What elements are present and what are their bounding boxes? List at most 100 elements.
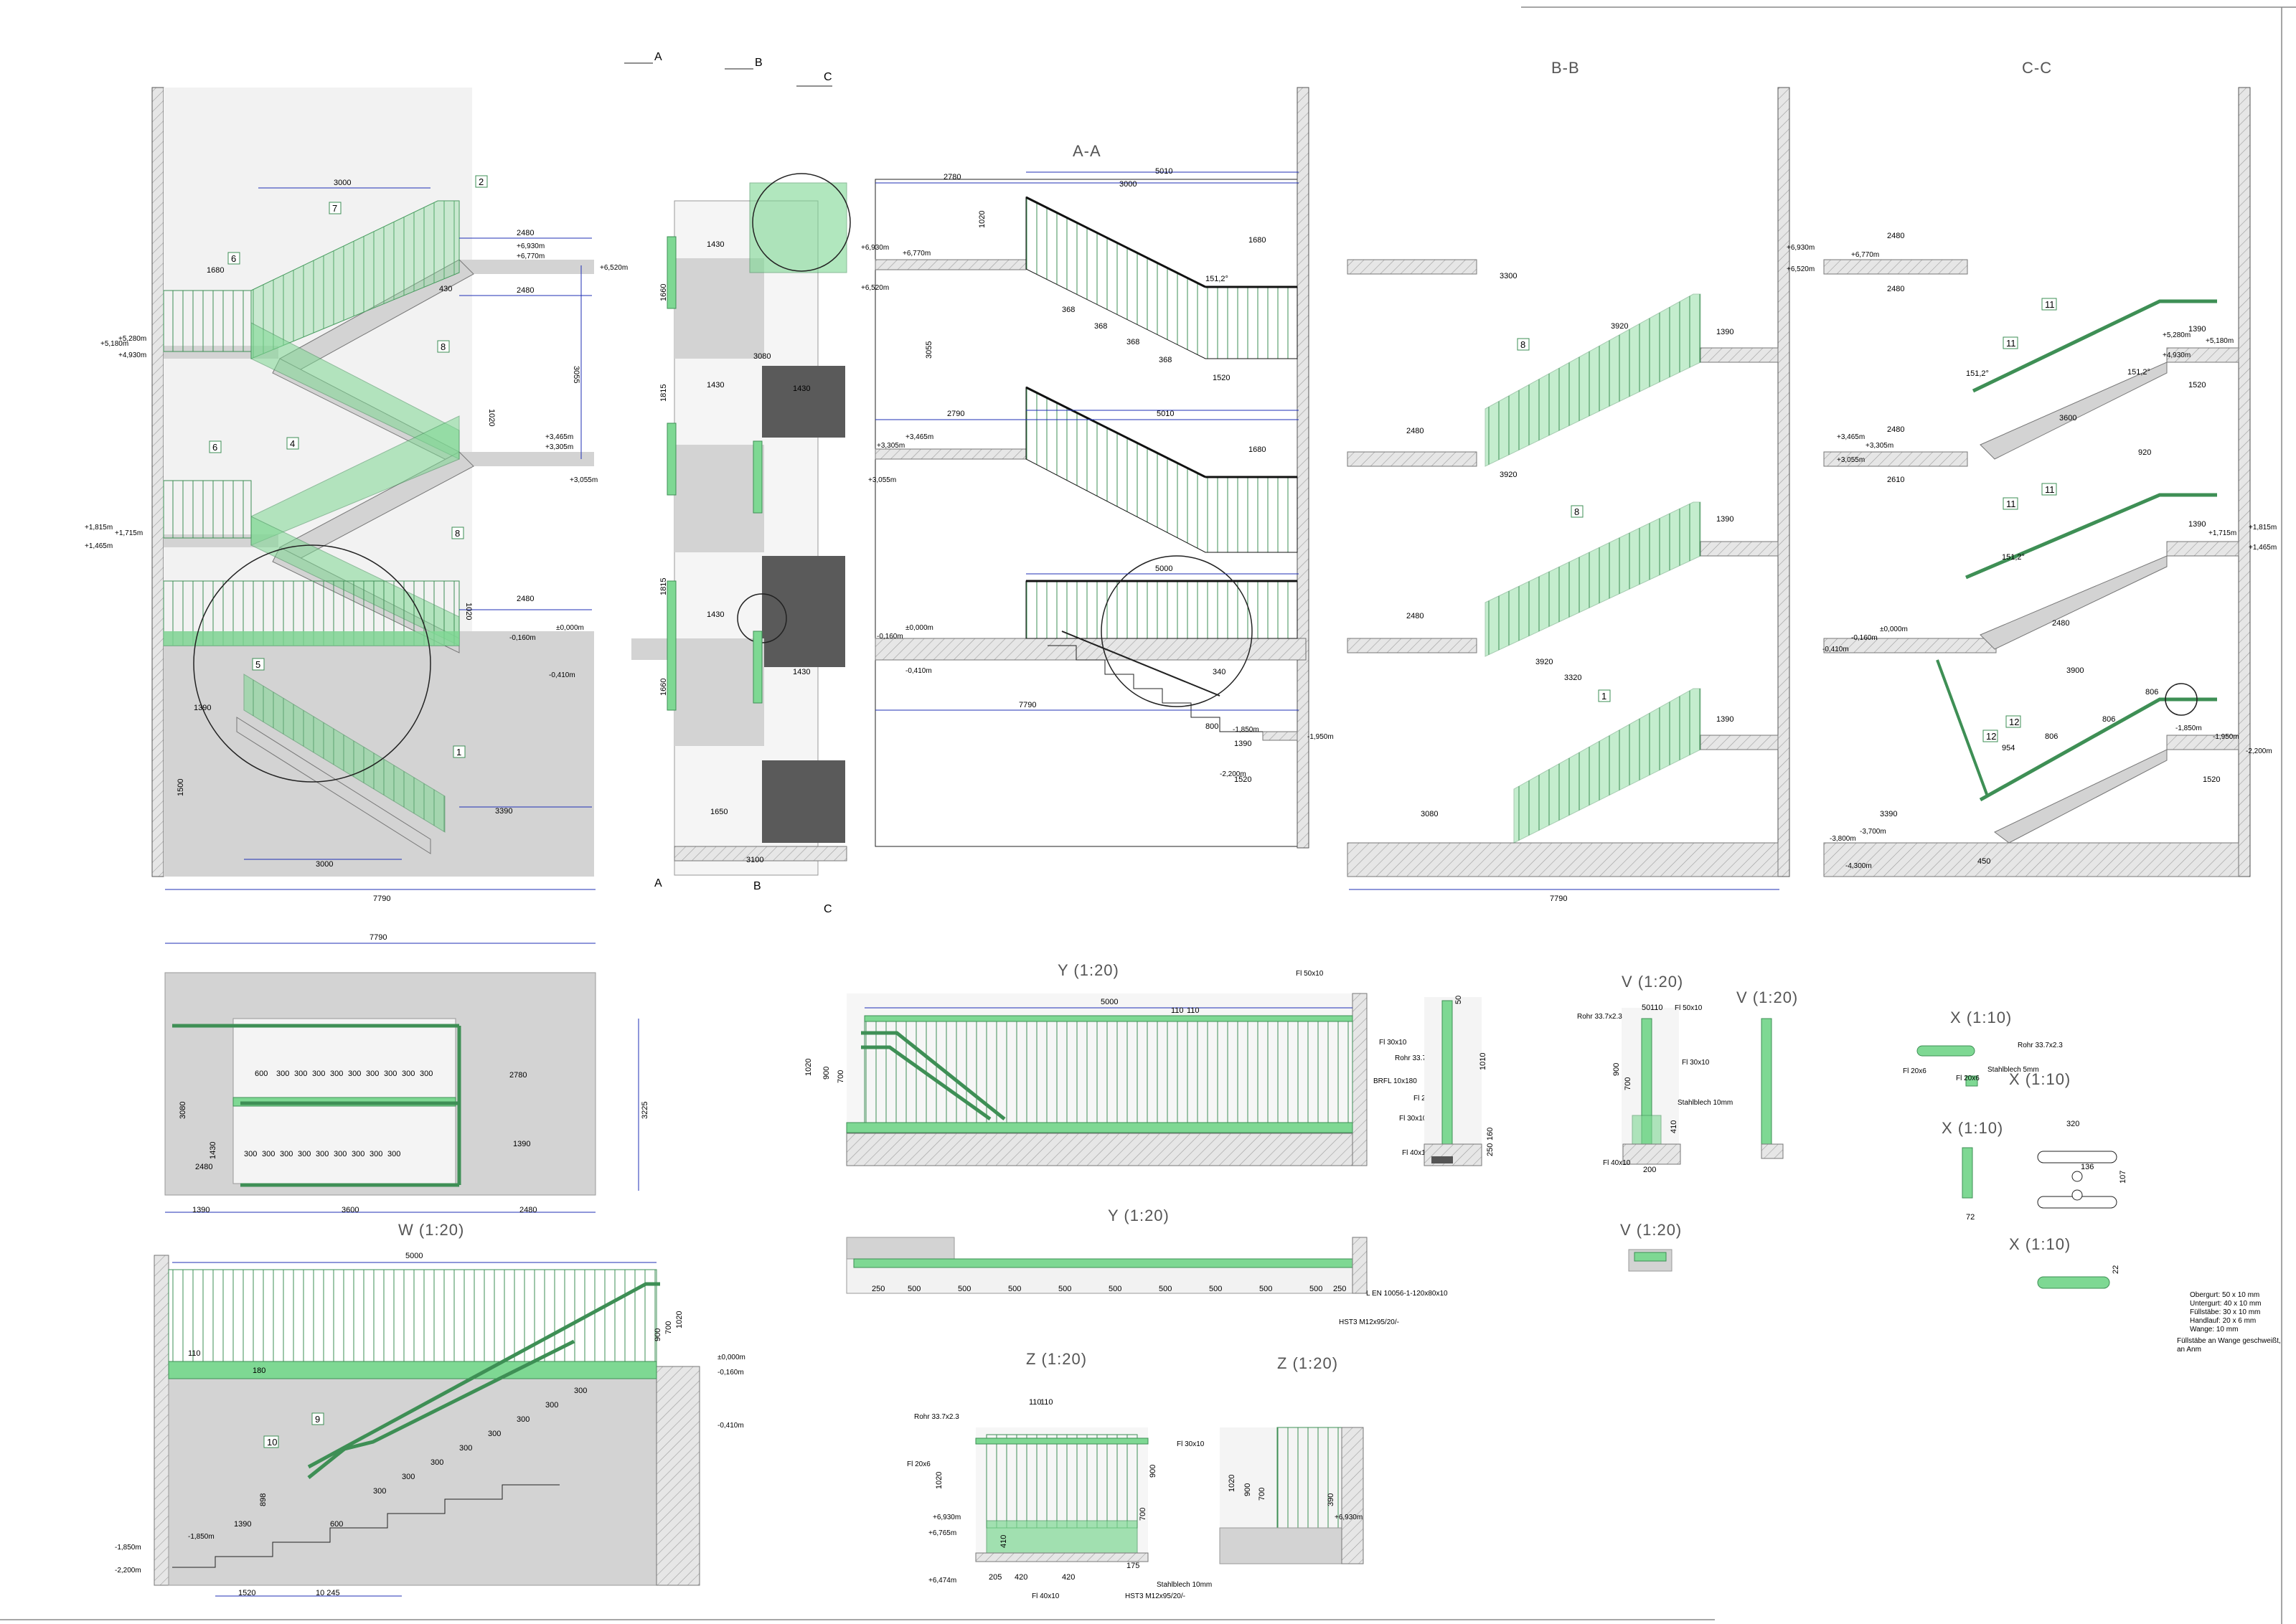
x-dim: 72	[1966, 1213, 1975, 1222]
z-level: +6,930m	[933, 1514, 961, 1521]
y-note: Fl 30x10	[1399, 1115, 1427, 1123]
aa-level: -2,200m	[1220, 770, 1246, 778]
x-dim: 136	[2081, 1163, 2094, 1171]
elevation-labels: 3000 2480 2480 1680 3055 1020 2480 1390 …	[85, 175, 628, 903]
cut-label-a: A	[654, 877, 662, 889]
cut-label-c: C	[824, 903, 832, 915]
z2-dim: 390	[1327, 1493, 1335, 1506]
elev-level: -0,160m	[509, 634, 536, 642]
w-level: ±0,000m	[718, 1354, 745, 1361]
aa-dim: 2790	[947, 410, 964, 418]
cc-level: +3,055m	[1837, 456, 1865, 464]
w-dim: 900	[654, 1328, 662, 1341]
plan-dim: 300	[370, 1150, 382, 1158]
detail-v: V (1:20) V (1:20) V (1:20) Rohr 33.7x2.3…	[1577, 973, 1798, 1272]
sec-a-dim: 3080	[753, 352, 771, 361]
position-tag: 1	[1598, 689, 1611, 702]
svg-text:6: 6	[212, 442, 217, 453]
v-dim: 110	[1650, 1004, 1663, 1012]
cc-angle: 151,2°	[2002, 553, 2025, 562]
section-bb: B-B 3300 3920 1390 2480 3920 1390 2480 3…	[1347, 59, 1790, 903]
plan-dim: 1390	[192, 1206, 210, 1214]
svg-text:4: 4	[290, 438, 295, 449]
elev-level: +4,930m	[118, 351, 146, 359]
aa-dim: 368	[1094, 322, 1107, 331]
section-aa: A-A 2780 5010 3000 1020 3055 1680 368 36…	[861, 87, 1334, 849]
v-dim: 200	[1643, 1166, 1656, 1174]
z-dim: 110	[1029, 1398, 1042, 1407]
position-tag: 9	[311, 1412, 324, 1425]
sec-a-dim: 1430	[793, 384, 810, 393]
y-plan-dim: 500	[1209, 1285, 1222, 1293]
aa-level: -0,160m	[877, 633, 903, 641]
sec-a-dim: 1650	[710, 808, 728, 816]
section-title-x2: X (1:10)	[2009, 1070, 2071, 1088]
elev-level: +6,930m	[517, 242, 545, 250]
cut-label-b: B	[753, 880, 761, 892]
w-dim: 300	[430, 1458, 443, 1467]
svg-text:2: 2	[479, 176, 484, 187]
elev-dim: 430	[439, 285, 452, 293]
elev-level: +6,770m	[517, 252, 545, 260]
section-cc: C-C 2480 2480 1390 1520 2480 3600 2610 9…	[1787, 59, 2277, 877]
position-tag: 11	[2003, 497, 2018, 510]
cc-dim: 954	[2002, 744, 2015, 752]
y-dim: 700	[837, 1070, 845, 1083]
y-note: Fl 30x10	[1379, 1039, 1407, 1047]
svg-text:11: 11	[2045, 484, 2055, 495]
svg-text:9: 9	[315, 1414, 320, 1425]
y-note: Rohr 33.7x2.3	[1395, 1054, 1440, 1062]
elev-dim: 1020	[487, 409, 496, 426]
cc-dim: 3390	[1880, 810, 1897, 818]
cc-level: -2,200m	[2246, 747, 2272, 755]
cc-level: -0,160m	[1851, 634, 1878, 642]
cc-dim: 3900	[2066, 666, 2084, 675]
cc-level: -1,850m	[2175, 724, 2202, 732]
elev-level: ±0,000m	[556, 624, 584, 632]
aa-level: ±0,000m	[905, 624, 933, 632]
aa-level: -1,850m	[1233, 726, 1259, 734]
plan-dim: 300	[402, 1070, 415, 1078]
v-note: Rohr 33.7x2.3	[1577, 1013, 1622, 1021]
cc-level: +6,930m	[1787, 244, 1815, 252]
z-dim: 410	[999, 1535, 1008, 1548]
svg-text:8: 8	[1520, 339, 1525, 350]
plan-dim: 300	[348, 1070, 361, 1078]
plan-dim: 7790	[370, 933, 387, 942]
z-level: +6,474m	[928, 1577, 956, 1585]
detail-y: Y (1:20) 5000 110 110 1020 900 700 Fl 50…	[804, 961, 1495, 1166]
cc-level: ±0,000m	[1880, 625, 1908, 633]
y-plan-dim: 500	[1259, 1285, 1272, 1293]
v-note: Stahlblech 10mm	[1678, 1099, 1733, 1107]
w-dim: 300	[488, 1430, 501, 1438]
position-tag: 12	[2005, 715, 2021, 728]
sec-a-dim: 3100	[746, 856, 763, 864]
cc-dim: 3600	[2059, 414, 2076, 422]
w-dim: 700	[664, 1321, 673, 1334]
section-title-v1: V (1:20)	[1622, 973, 1683, 991]
z-dim: 700	[1139, 1508, 1147, 1521]
elev-dim: 3000	[334, 179, 351, 187]
position-tag: 7	[329, 202, 342, 214]
plan-dim: 300	[330, 1070, 343, 1078]
cc-level: +5,280m	[2163, 331, 2191, 339]
w-dim: 5000	[405, 1252, 423, 1260]
w-dim: 898	[259, 1493, 268, 1506]
position-tag: 8	[1571, 505, 1584, 518]
elev-level: +5,180m	[100, 340, 128, 348]
section-title-v2: V (1:20)	[1736, 988, 1798, 1006]
x-note: Stahlblech 5mm	[1987, 1066, 2039, 1074]
detail-x: X (1:10) X (1:10) X (1:10) X (1:10) Rohr…	[1903, 1009, 2127, 1289]
y-side-dim: 50	[1454, 996, 1463, 1004]
plan-dim: 1430	[209, 1142, 217, 1159]
cc-level: -0,410m	[1822, 646, 1849, 653]
plan-dim: 300	[262, 1150, 275, 1158]
y-plan-dim: 500	[1008, 1285, 1021, 1293]
elev-dim: 1680	[207, 266, 224, 275]
z2-dim: 1020	[1228, 1475, 1236, 1492]
cut-label-b: B	[755, 57, 763, 69]
y-dim: 110	[1171, 1006, 1184, 1015]
elev-dim: 2480	[517, 595, 534, 603]
z-dim: 110	[1040, 1398, 1053, 1407]
sec-a-dim: 1815	[659, 384, 668, 402]
